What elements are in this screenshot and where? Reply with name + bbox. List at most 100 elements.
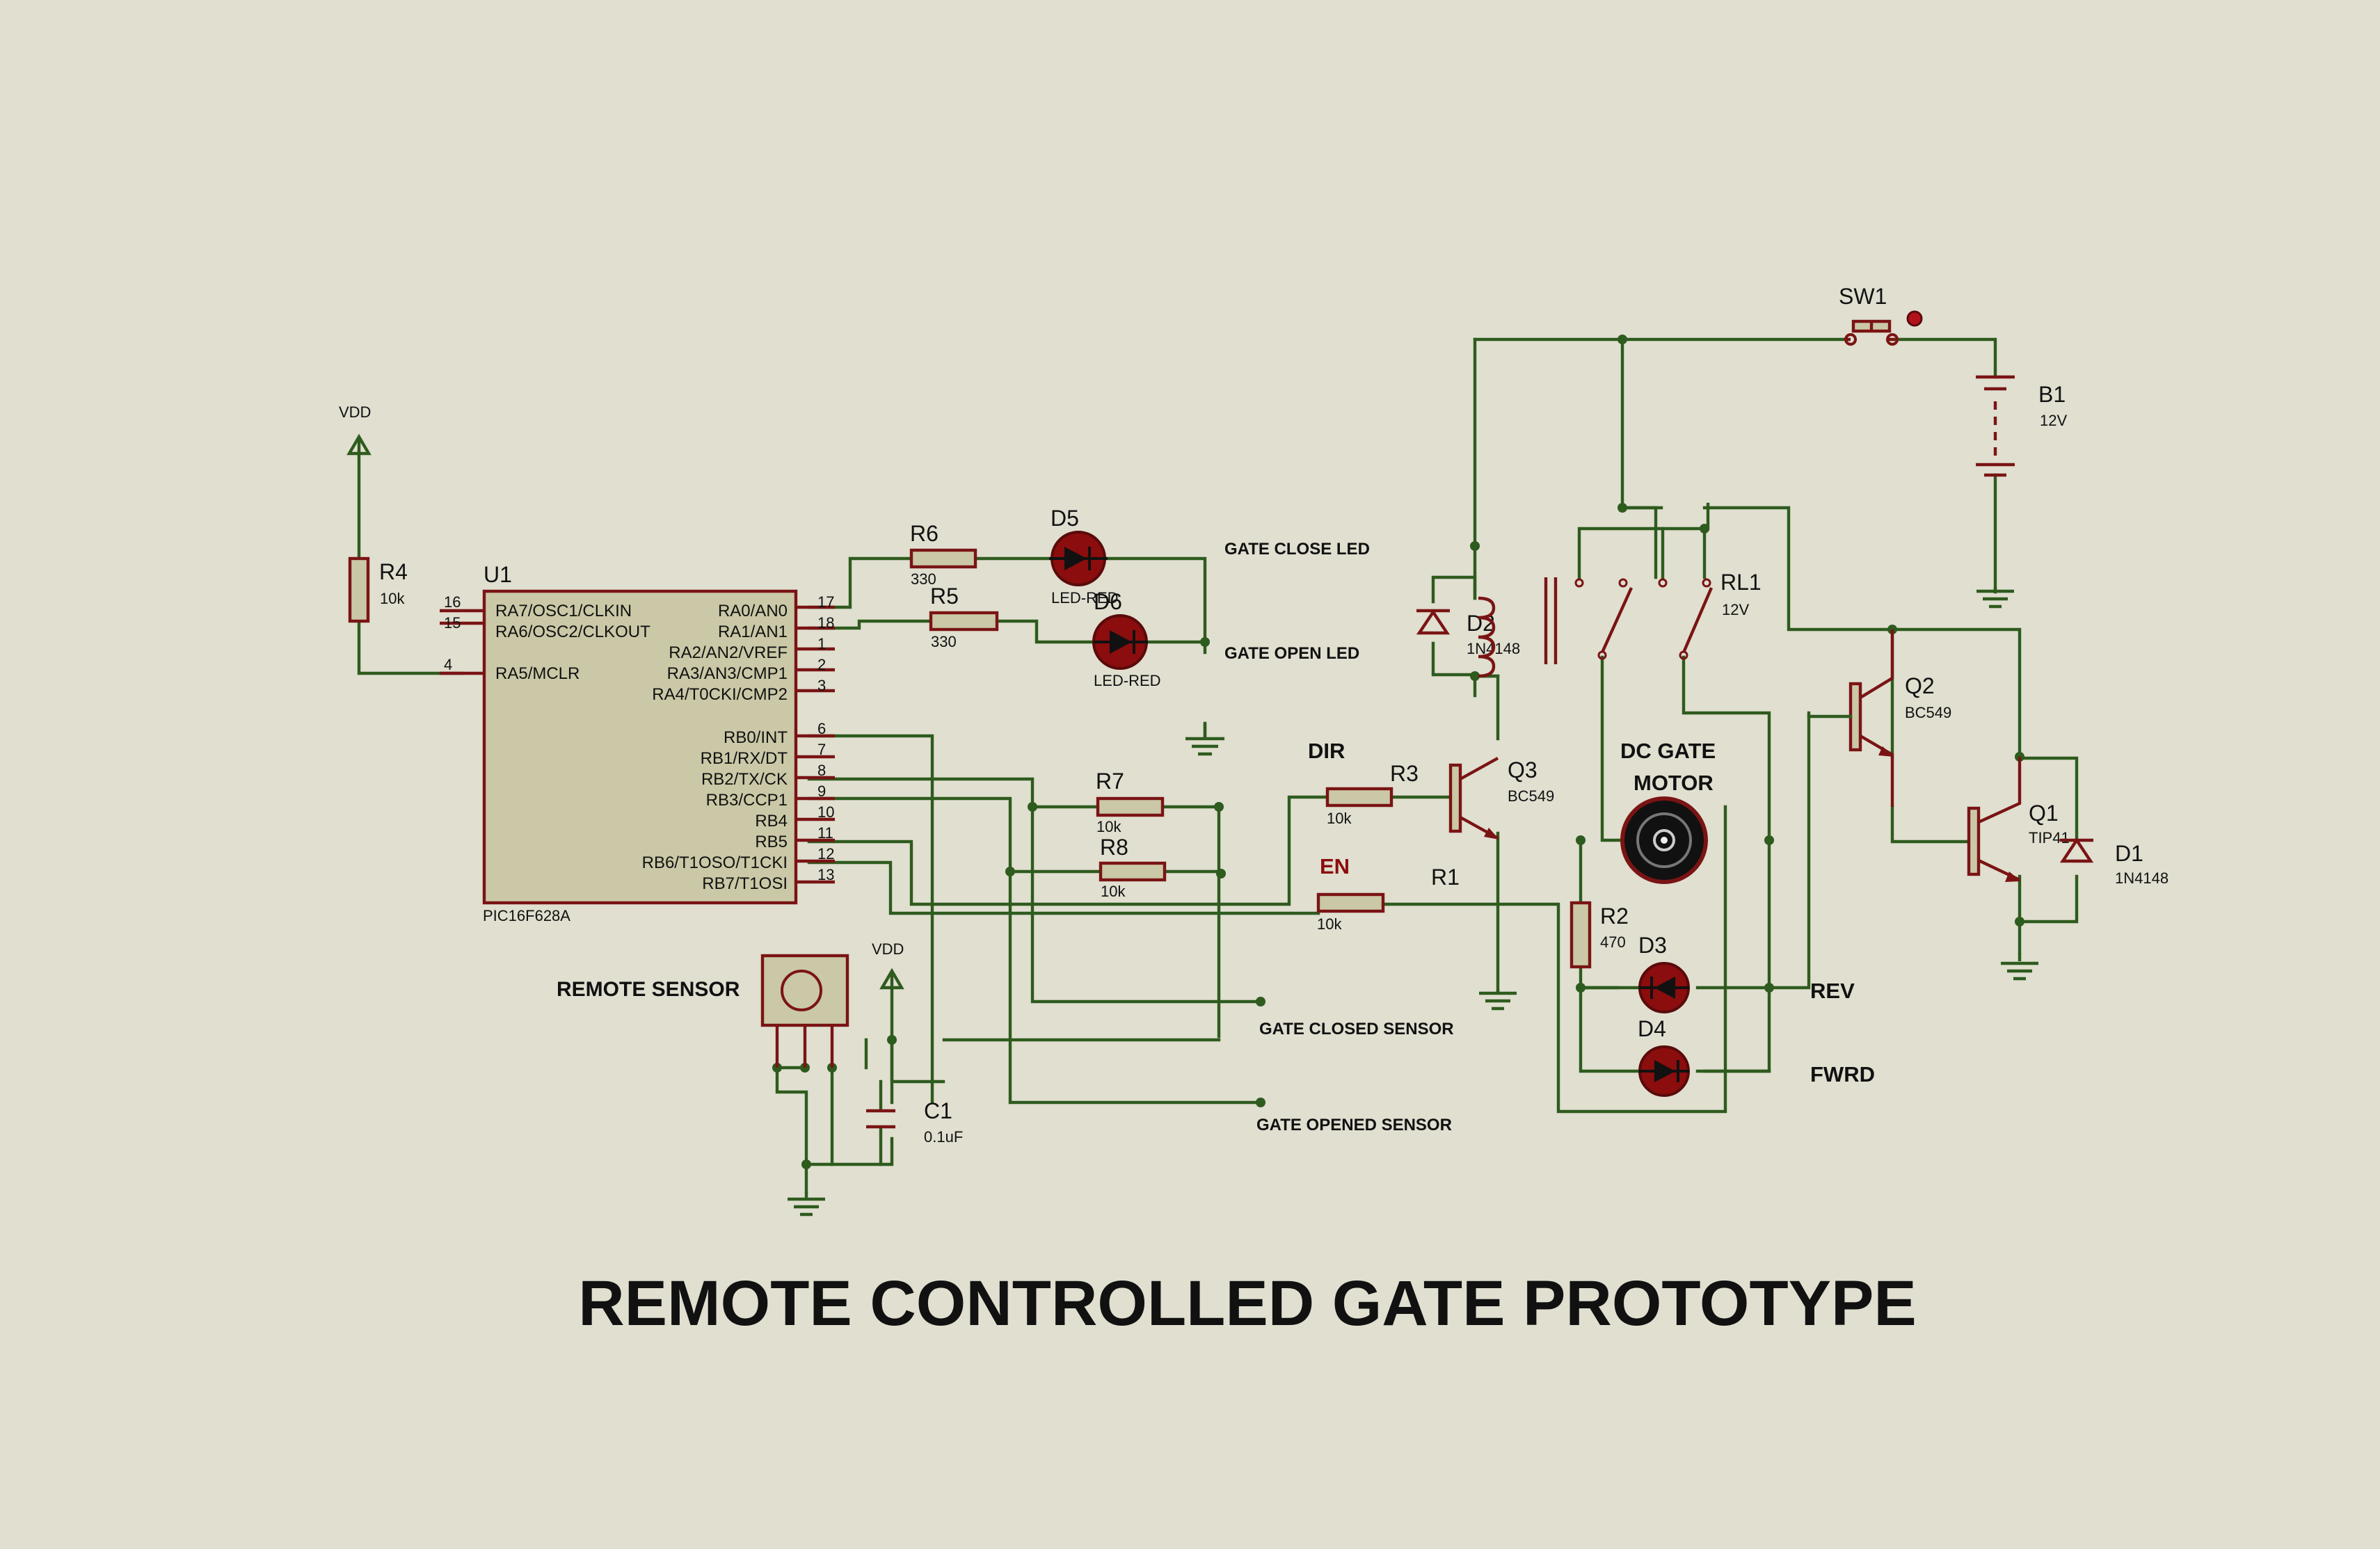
mcu-pin-number: 18: [817, 614, 834, 632]
label-fwrd: FWRD: [1810, 1062, 1875, 1086]
junctions: [772, 335, 2024, 1169]
mcu-pin-number: 12: [817, 845, 834, 862]
svg-text:10k: 10k: [1096, 818, 1121, 835]
svg-text:LED-RED: LED-RED: [1094, 672, 1161, 689]
svg-text:Q1: Q1: [2029, 801, 2059, 826]
svg-text:Q2: Q2: [1905, 673, 1935, 698]
mcu-pin-number: 9: [817, 782, 826, 800]
mcu-pin-name: RB5: [755, 833, 788, 851]
mcu-pin-name: RA1/AN1: [718, 623, 788, 641]
svg-text:Q3: Q3: [1508, 757, 1538, 782]
svg-text:MOTOR: MOTOR: [1634, 771, 1714, 795]
diagram-title: REMOTE CONTROLLED GATE PROTOTYPE: [578, 1268, 1917, 1339]
resistor-r8: R8 10k: [1099, 835, 1167, 900]
svg-text:BC549: BC549: [1905, 704, 1951, 721]
svg-text:C1: C1: [924, 1098, 952, 1123]
mcu-pin-number: 16: [444, 593, 461, 611]
svg-text:330: 330: [931, 633, 957, 650]
ground-sensor: [788, 1192, 825, 1217]
remote-sensor[interactable]: REMOTE SENSOR: [557, 954, 849, 1068]
transistor-q2: Q2 BC549: [1807, 629, 1951, 807]
mcu-pin-name: RA2/AN2/VREF: [669, 643, 788, 662]
transistor-q3: Q3 BC549: [1448, 757, 1554, 840]
ground-q1: [2001, 953, 2038, 981]
mcu-pin-number: 11: [817, 824, 833, 842]
mcu-pin-number: 1: [817, 635, 826, 652]
svg-text:470: 470: [1600, 933, 1626, 951]
svg-text:R4: R4: [379, 559, 408, 584]
svg-text:12V: 12V: [2040, 412, 2067, 429]
svg-text:DC GATE: DC GATE: [1620, 739, 1716, 763]
battery-b1: B1 12V: [1976, 375, 2067, 477]
mcu-pin-name: RA0/AN0: [718, 602, 788, 620]
mcu-pin-number: 17: [817, 593, 834, 611]
dc-gate-motor: DC GATE MOTOR: [1620, 739, 1716, 884]
mcu-ref: U1: [484, 562, 512, 587]
led-d4: D4: [1638, 1016, 1690, 1097]
mcu-pin-name: RB2/TX/CK: [701, 770, 788, 789]
ground-q3: [1479, 991, 1517, 1011]
mcu-pin-name: RA7/OSC1/CLKIN: [495, 602, 632, 620]
svg-text:D3: D3: [1638, 933, 1667, 958]
svg-text:10k: 10k: [380, 590, 405, 607]
svg-text:1N4148: 1N4148: [2115, 869, 2169, 887]
led-d5: D5 LED-RED: [1049, 506, 1119, 607]
svg-text:TIP41: TIP41: [2029, 829, 2070, 846]
mcu-pin-name: RB1/RX/DT: [701, 749, 788, 768]
svg-text:D1: D1: [2115, 841, 2143, 866]
mcu-pin-number: 2: [817, 656, 826, 673]
transistor-q1: Q1 TIP41: [1967, 757, 2070, 882]
vdd-symbol-sensor: VDD: [872, 940, 904, 990]
label-gate-closed-sensor: GATE CLOSED SENSOR: [1259, 1020, 1454, 1038]
vdd-symbol-top: VDD: [339, 403, 372, 456]
svg-text:R7: R7: [1096, 769, 1124, 794]
label-gate-open-led: GATE OPEN LED: [1224, 644, 1359, 663]
svg-text:REMOTE SENSOR: REMOTE SENSOR: [557, 978, 740, 1001]
mcu-pin-name: RB3/CCP1: [706, 791, 788, 810]
mcu-pin-name: RA5/MCLR: [495, 664, 580, 683]
svg-text:R5: R5: [930, 584, 959, 609]
label-gate-opened-sensor: GATE OPENED SENSOR: [1256, 1116, 1452, 1134]
mcu-part: PIC16F628A: [483, 907, 570, 924]
mcu-pin-name: RA6/OSC2/CLKOUT: [495, 623, 650, 641]
mcu-pin-name: RB6/T1OSO/T1CKI: [642, 853, 788, 872]
label-rev: REV: [1810, 979, 1855, 1003]
svg-text:RL1: RL1: [1720, 570, 1762, 595]
resistor-r2: R2 470: [1570, 901, 1629, 969]
mcu-pin-number: 8: [817, 762, 826, 779]
led-d6: D6 LED-RED: [1092, 589, 1161, 689]
switch-sw1[interactable]: SW1: [1839, 284, 1923, 346]
svg-text:SW1: SW1: [1839, 284, 1887, 309]
wires: [357, 337, 2079, 1194]
svg-text:0.1uF: 0.1uF: [924, 1128, 963, 1146]
svg-text:VDD: VDD: [872, 940, 904, 958]
resistor-r7: R7 10k: [1096, 769, 1165, 835]
svg-text:D5: D5: [1051, 506, 1079, 531]
resistor-r6: R6 330: [909, 521, 977, 588]
mcu-pin-number: 7: [817, 741, 826, 758]
net-labels: GATE CLOSE LED GATE OPEN LED DIR EN REV …: [1224, 540, 1875, 1134]
svg-text:BC549: BC549: [1508, 787, 1554, 805]
ground-led: [1185, 723, 1224, 756]
svg-text:R1: R1: [1431, 865, 1460, 890]
mcu-pin-number: 6: [817, 720, 826, 737]
svg-text:10k: 10k: [1327, 810, 1352, 827]
mcu-u1: U1 PIC16F628A RA7/OSC1/CLKIN16RA6/OSC2/C…: [440, 562, 835, 924]
resistor-r1: R1 10k: [1316, 865, 1460, 933]
label-dir: DIR: [1308, 739, 1345, 763]
relay-rl1: RL1 12V: [1478, 570, 1762, 678]
label-gate-close-led: GATE CLOSE LED: [1224, 540, 1370, 559]
resistor-r3: R3 10k: [1325, 761, 1419, 827]
svg-text:B1: B1: [2038, 382, 2066, 407]
svg-text:R2: R2: [1600, 904, 1629, 929]
mcu-pin-name: RB4: [755, 812, 788, 830]
mcu-pin-number: 10: [817, 803, 834, 821]
svg-text:R8: R8: [1100, 835, 1128, 860]
resistor-r4: R4 10k: [348, 556, 408, 623]
mcu-pin-number: 13: [817, 866, 834, 883]
svg-text:330: 330: [911, 570, 936, 588]
mcu-pin-name: RA3/AN3/CMP1: [667, 664, 788, 683]
svg-text:R6: R6: [910, 521, 939, 546]
svg-text:LED-RED: LED-RED: [1051, 589, 1119, 607]
